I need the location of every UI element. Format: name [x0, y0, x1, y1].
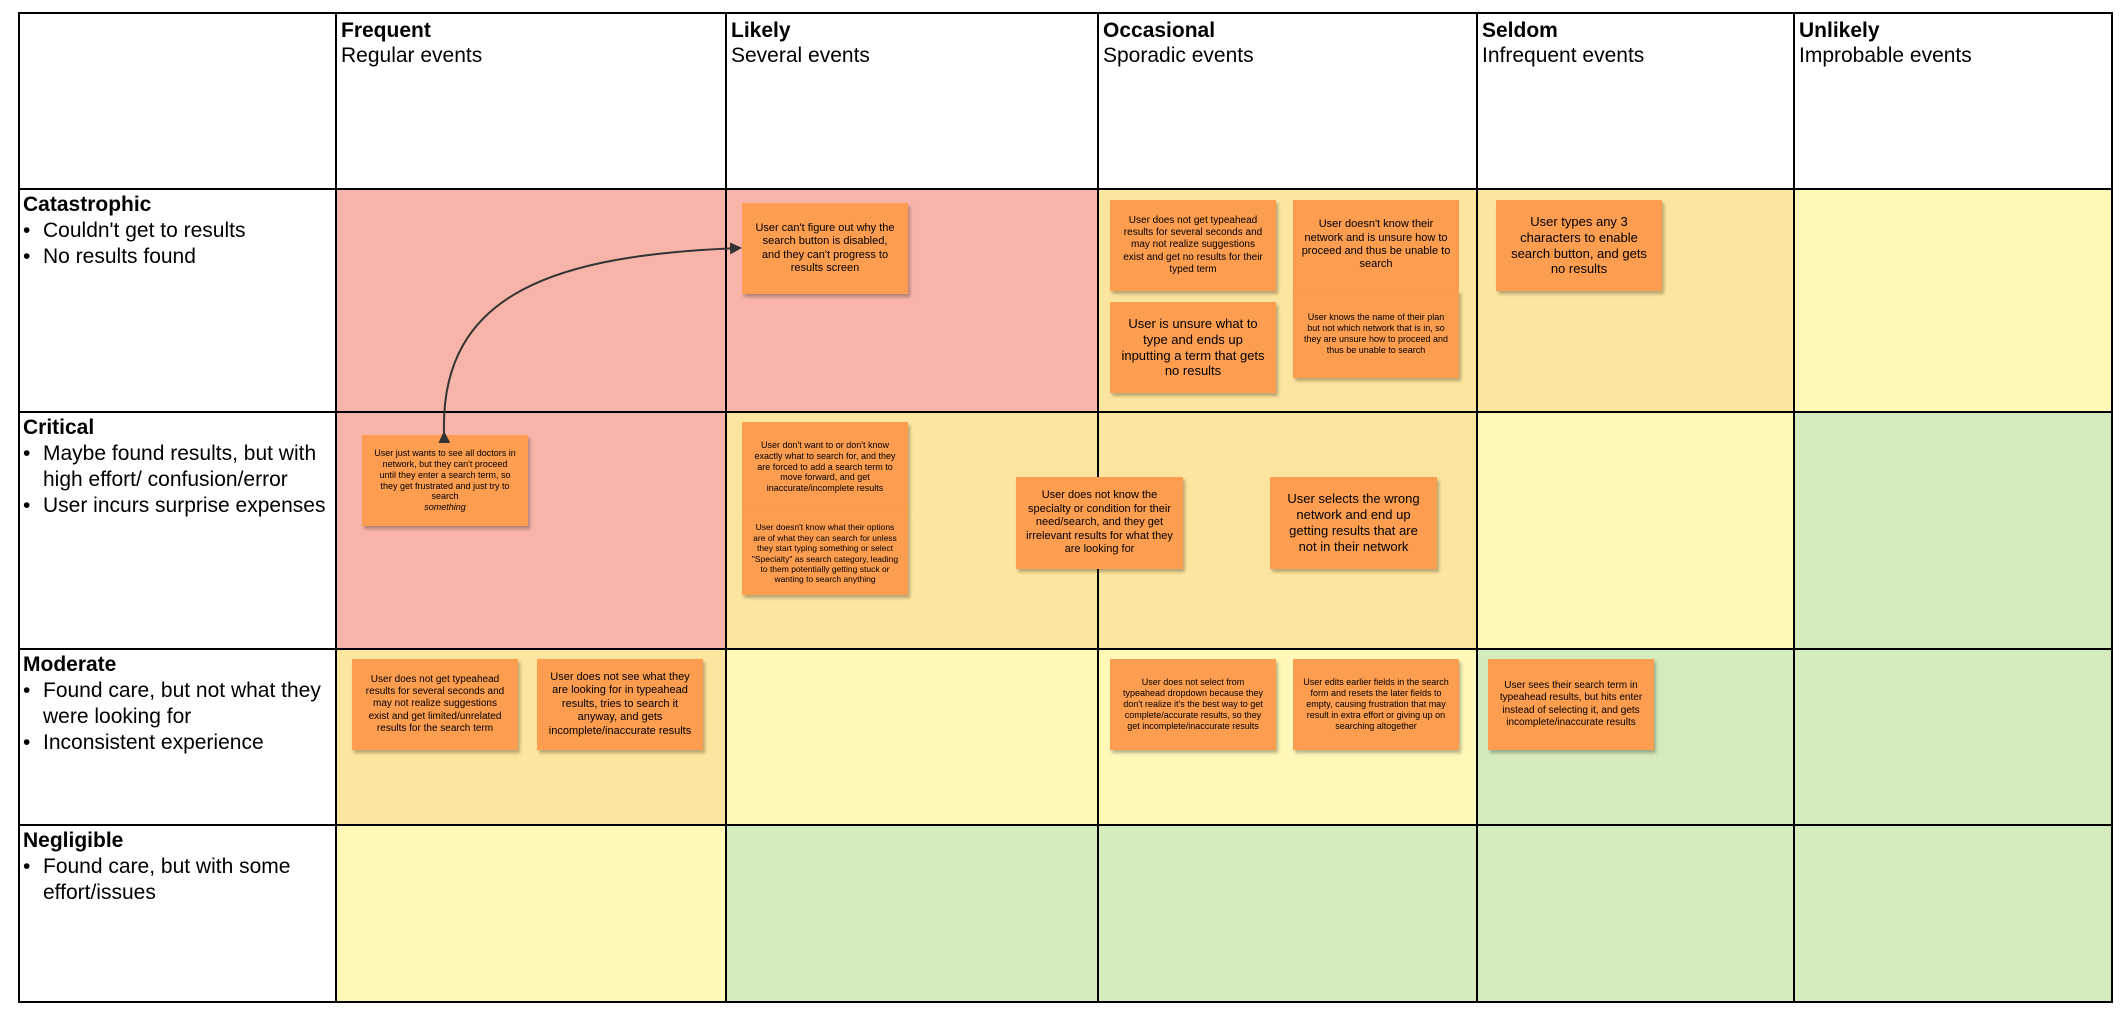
sticky-note-text: User does not see what they are looking … — [548, 670, 692, 737]
sticky-note-text: User does not get typeahead results for … — [1123, 215, 1263, 275]
sticky-note-text: User types any 3 characters to enable se… — [1511, 213, 1647, 277]
cell-negligible-likely — [725, 824, 1099, 1003]
sticky-note[interactable]: User does not get typeahead results for … — [1110, 200, 1276, 291]
column-subtitle: Regular events — [341, 44, 483, 67]
row-header-critical: Critical Maybe found results, but with h… — [18, 411, 337, 650]
sticky-note[interactable]: User sees their search term in typeahead… — [1488, 659, 1654, 750]
sticky-note-text: User edits earlier fields in the search … — [1303, 677, 1449, 731]
sticky-note[interactable]: User is unsure what to type and ends up … — [1110, 302, 1276, 393]
row-bullets: Found care, but not what they were looki… — [23, 678, 332, 756]
sticky-note-text: User selects the wrong network and end u… — [1287, 491, 1420, 554]
sticky-note-emphasis: something — [424, 502, 466, 513]
row-title: Critical — [23, 416, 95, 439]
row-bullet: Maybe found results, but with high effor… — [23, 441, 332, 493]
sticky-note-text: User is unsure what to type and ends up … — [1121, 315, 1265, 379]
row-bullet: User incurs surprise expenses — [23, 493, 332, 519]
sticky-note-text: User does not select from typeahead drop… — [1122, 677, 1264, 731]
sticky-note[interactable]: User doesn't know their network and is u… — [1293, 200, 1459, 290]
row-header-negligible: Negligible Found care, but with some eff… — [18, 824, 337, 1003]
sticky-note-text: User don't want to or don't know exactly… — [754, 439, 896, 494]
sticky-note[interactable]: User can't figure out why the search but… — [742, 203, 908, 294]
column-subtitle: Sporadic events — [1103, 44, 1254, 67]
cell-critical-unlikely — [1793, 411, 2113, 650]
row-title: Negligible — [23, 829, 124, 852]
sticky-note-text: User does not know the specialty or cond… — [1026, 489, 1173, 556]
sticky-note-text: User just wants to see all doctors in ne… — [374, 447, 516, 502]
column-title: Occasional — [1103, 19, 1216, 42]
column-subtitle: Infrequent events — [1482, 44, 1645, 67]
row-bullet: Inconsistent experience — [23, 730, 332, 756]
row-bullets: Couldn't get to results No results found — [23, 218, 332, 270]
connector-line — [438, 242, 742, 444]
sticky-note-text: User doesn't know their network and is u… — [1301, 218, 1451, 271]
row-bullet: Couldn't get to results — [23, 218, 332, 244]
sticky-note[interactable]: User knows the name of their plan but no… — [1293, 290, 1459, 378]
sticky-note-text: User doesn't know what their options are… — [751, 522, 899, 585]
column-title: Likely — [731, 19, 791, 42]
column-title: Frequent — [341, 19, 431, 42]
column-title: Seldom — [1482, 19, 1558, 42]
row-bullet: Found care, but not what they were looki… — [23, 678, 332, 730]
sticky-note[interactable]: User don't want to or don't know exactly… — [742, 422, 908, 512]
sticky-note-text: User can't figure out why the search but… — [755, 221, 895, 274]
cell-critical-seldom — [1476, 411, 1795, 650]
column-subtitle: Several events — [731, 44, 870, 67]
column-subtitle: Improbable events — [1799, 44, 1972, 67]
row-bullet: No results found — [23, 244, 332, 270]
row-title: Moderate — [23, 653, 117, 676]
row-title: Catastrophic — [23, 193, 152, 216]
sticky-note[interactable]: User does not get typeahead results for … — [352, 659, 518, 750]
column-header-unlikely: Unlikely Improbable events — [1793, 12, 2113, 190]
sticky-note[interactable]: User selects the wrong network and end u… — [1270, 477, 1437, 569]
row-bullet: Found care, but with some effort/issues — [23, 854, 332, 906]
cell-catastrophic-unlikely — [1793, 188, 2113, 413]
sticky-note[interactable]: User does not select from typeahead drop… — [1110, 659, 1276, 750]
sticky-note-text: User does not get typeahead results for … — [365, 674, 505, 734]
cell-negligible-frequent — [335, 824, 727, 1003]
cell-negligible-occasional — [1097, 824, 1478, 1003]
row-bullets: Found care, but with some effort/issues — [23, 854, 332, 906]
sticky-note[interactable]: User edits earlier fields in the search … — [1293, 659, 1459, 750]
row-header-catastrophic: Catastrophic Couldn't get to results No … — [18, 188, 337, 413]
sticky-note-text: User knows the name of their plan but no… — [1303, 312, 1449, 355]
column-title: Unlikely — [1799, 19, 1880, 42]
cell-negligible-seldom — [1476, 824, 1795, 1003]
sticky-note[interactable]: User just wants to see all doctors in ne… — [362, 435, 528, 526]
sticky-note[interactable]: User types any 3 characters to enable se… — [1496, 200, 1662, 291]
sticky-note[interactable]: User does not know the specialty or cond… — [1016, 477, 1183, 569]
sticky-note-text: User sees their search term in typeahead… — [1499, 680, 1643, 728]
sticky-note[interactable]: User doesn't know what their options are… — [742, 512, 908, 595]
sticky-note[interactable]: User does not see what they are looking … — [537, 659, 703, 750]
row-bullets: Maybe found results, but with high effor… — [23, 441, 332, 519]
cell-negligible-unlikely — [1793, 824, 2113, 1003]
